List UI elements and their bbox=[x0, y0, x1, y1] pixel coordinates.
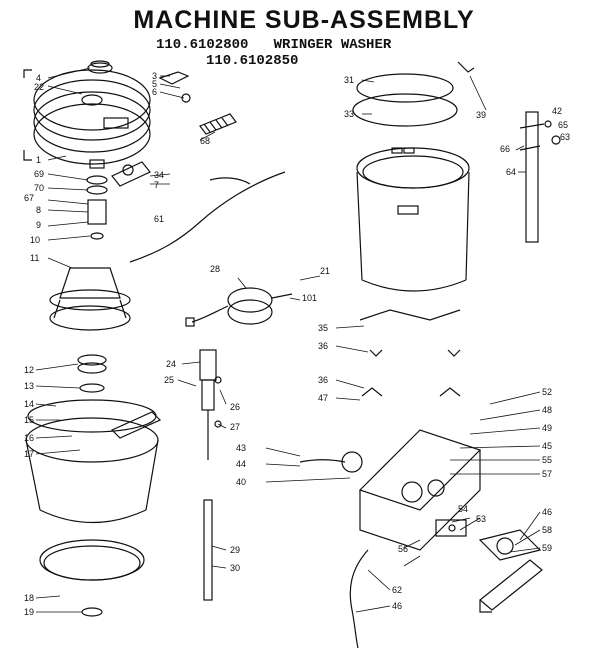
part-label-44: 44 bbox=[236, 459, 246, 469]
part-label-58: 58 bbox=[542, 525, 552, 535]
part-label-1: 1 bbox=[36, 155, 41, 165]
part-label-24: 24 bbox=[166, 359, 176, 369]
outer-tub-group bbox=[25, 354, 162, 617]
part-label-21: 21 bbox=[320, 266, 330, 276]
part-label-18: 18 bbox=[24, 593, 34, 603]
part-number-labels: 4 22 3 5 6 68 1 34 7 69 70 67 8 9 10 11 … bbox=[24, 71, 570, 617]
agitator bbox=[49, 267, 131, 331]
part-label-101: 101 bbox=[302, 293, 317, 303]
model-number-line-1: 110.6102800 WRINGER WASHER bbox=[156, 37, 391, 53]
part-label-31: 31 bbox=[344, 75, 354, 85]
part-label-9: 9 bbox=[36, 220, 41, 230]
part-label-49: 49 bbox=[542, 423, 552, 433]
part-label-10: 10 bbox=[30, 235, 40, 245]
part-label-47: 47 bbox=[318, 393, 328, 403]
model-number-1: 110.6102800 bbox=[156, 37, 249, 53]
part-label-56: 56 bbox=[398, 544, 408, 554]
part-label-36a: 36 bbox=[318, 341, 328, 351]
part-label-52: 52 bbox=[542, 387, 552, 397]
wringer-post bbox=[519, 111, 561, 243]
part-label-48: 48 bbox=[542, 405, 552, 415]
part-label-25: 25 bbox=[164, 375, 174, 385]
part-label-55: 55 bbox=[542, 455, 552, 465]
part-label-12: 12 bbox=[24, 365, 34, 375]
bracket bbox=[158, 71, 190, 85]
foot bbox=[81, 607, 103, 617]
leader-lines bbox=[35, 67, 541, 613]
part-label-27: 27 bbox=[230, 422, 240, 432]
part-label-67: 67 bbox=[24, 193, 34, 203]
part-label-30: 30 bbox=[230, 563, 240, 573]
part-label-61: 61 bbox=[154, 214, 164, 224]
part-label-65: 65 bbox=[558, 120, 568, 130]
part-label-4: 4 bbox=[36, 73, 41, 83]
part-label-8: 8 bbox=[36, 205, 41, 215]
part-label-7: 7 bbox=[154, 180, 159, 190]
part-label-62: 62 bbox=[392, 585, 402, 595]
part-label-70: 70 bbox=[34, 183, 44, 193]
part-label-22: 22 bbox=[34, 82, 44, 92]
model-number-line-2: 110.6102850 bbox=[206, 53, 299, 69]
part-label-69: 69 bbox=[34, 169, 44, 179]
drive-shaft bbox=[203, 499, 213, 601]
drive-pulley bbox=[33, 91, 151, 153]
cap bbox=[87, 62, 113, 74]
part-label-39: 39 bbox=[476, 110, 486, 120]
part-label-3: 3 bbox=[152, 71, 157, 81]
part-label-6: 6 bbox=[152, 87, 157, 97]
part-label-43: 43 bbox=[236, 443, 246, 453]
power-cord bbox=[349, 549, 369, 649]
wire-harness bbox=[129, 171, 286, 263]
suspension-parts bbox=[359, 309, 461, 397]
part-label-46b: 46 bbox=[542, 507, 552, 517]
part-label-17: 17 bbox=[24, 449, 34, 459]
part-label-63: 63 bbox=[560, 132, 570, 142]
part-label-34: 34 bbox=[154, 170, 164, 180]
control-housing bbox=[299, 429, 482, 551]
diagram-title: MACHINE SUB-ASSEMBLY bbox=[133, 6, 475, 34]
part-label-36b: 36 bbox=[318, 375, 328, 385]
part-label-45: 45 bbox=[542, 441, 552, 451]
part-label-26: 26 bbox=[230, 402, 240, 412]
part-label-46: 46 bbox=[392, 601, 402, 611]
part-label-42: 42 bbox=[552, 106, 562, 116]
part-label-29: 29 bbox=[230, 545, 240, 555]
seal bbox=[77, 354, 107, 366]
part-label-28: 28 bbox=[210, 264, 220, 274]
part-label-53: 53 bbox=[476, 514, 486, 524]
basket-ring bbox=[356, 73, 454, 103]
part-label-40: 40 bbox=[236, 477, 246, 487]
part-label-11: 11 bbox=[30, 253, 39, 263]
model-description: WRINGER WASHER bbox=[273, 37, 392, 53]
part-label-19: 19 bbox=[24, 607, 34, 617]
drive-shaft-group bbox=[199, 349, 222, 601]
cover-plate bbox=[33, 69, 151, 131]
washer bbox=[79, 383, 105, 393]
part-label-66: 66 bbox=[500, 144, 510, 154]
part-label-15: 15 bbox=[24, 415, 34, 425]
motor-bracket bbox=[478, 529, 543, 613]
part-label-33: 33 bbox=[344, 109, 354, 119]
part-label-54: 54 bbox=[458, 504, 468, 514]
part-label-5: 5 bbox=[152, 79, 157, 89]
part-label-59: 59 bbox=[542, 543, 552, 553]
part-label-68: 68 bbox=[200, 136, 210, 146]
part-label-64: 64 bbox=[506, 167, 516, 177]
part-label-57: 57 bbox=[542, 469, 552, 479]
spring bbox=[199, 113, 237, 135]
wash-basket-group bbox=[352, 61, 475, 292]
motor-cord-group bbox=[185, 287, 293, 327]
part-label-14: 14 bbox=[24, 399, 34, 409]
part-label-35: 35 bbox=[318, 323, 328, 333]
part-label-13: 13 bbox=[24, 381, 34, 391]
part-label-16: 16 bbox=[24, 433, 34, 443]
